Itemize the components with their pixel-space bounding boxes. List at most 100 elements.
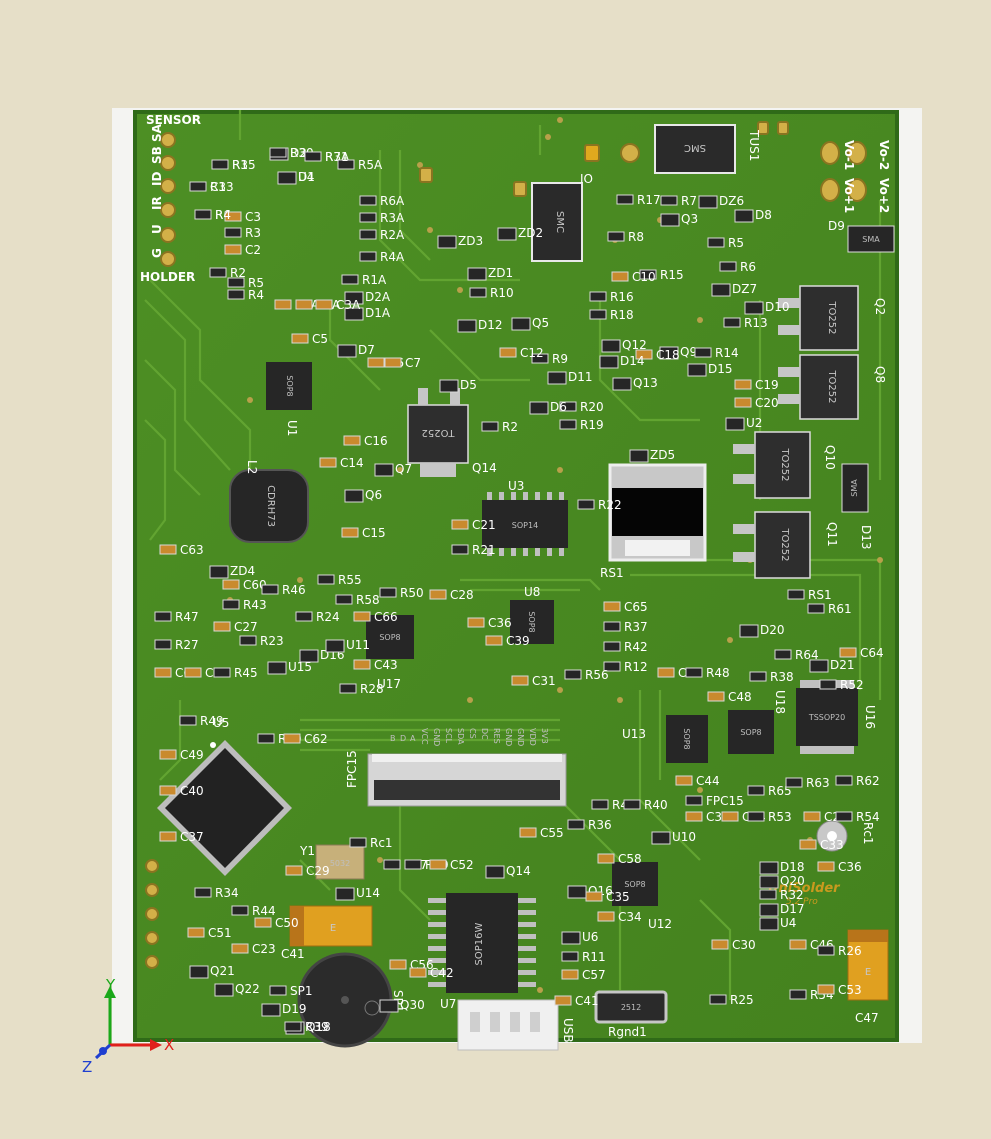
ref-label-q3: Q3 (681, 212, 698, 226)
svg-text:FPC15: FPC15 (345, 750, 359, 788)
smd-part-fpc15 (685, 795, 703, 806)
smd-part-q9 (659, 346, 679, 360)
smd-part-c41 (554, 995, 572, 1006)
smd-part-d20 (739, 624, 759, 638)
smd-part-r54 (789, 989, 807, 1000)
ref-label-r3: R3 (245, 226, 261, 240)
svg-text:RES: RES (492, 728, 501, 744)
smd-part-c37 (159, 831, 177, 842)
smd-part-c44 (675, 775, 693, 786)
svg-text:VCC: VCC (420, 728, 429, 745)
smd-part-c3 (224, 211, 242, 222)
smd-part-d14 (599, 355, 619, 369)
ref-label-d1a: D1A (365, 306, 391, 320)
ref-label-r63: R63 (806, 776, 830, 790)
ref-label-d12: D12 (478, 318, 503, 332)
label-ir: IR (150, 196, 164, 210)
smd-part-c64 (839, 647, 857, 658)
ref-label-c52: C52 (450, 858, 474, 872)
svg-text:2512: 2512 (621, 1003, 641, 1012)
smd-part-r23 (239, 635, 257, 646)
part-U8: SOP8 U8 (510, 585, 554, 644)
ref-label-q6: Q6 (365, 488, 382, 502)
part-Rgnd1: 2512 Rgnd1 (594, 990, 668, 1039)
ref-label-r4a: R4A (380, 250, 405, 264)
smd-part-r40 (623, 799, 641, 810)
svg-text:D9: D9 (828, 219, 845, 233)
smd-part-r42 (603, 641, 621, 652)
ref-label-r32: R32 (780, 888, 804, 902)
svg-text:SOP8: SOP8 (285, 375, 294, 396)
ref-label-c51: C51 (208, 926, 232, 940)
smd-part-r55 (317, 574, 335, 585)
svg-text:IO: IO (580, 172, 593, 186)
smd-part-r1a (341, 274, 359, 285)
svg-text:SCL: SCL (444, 728, 453, 744)
ref-label-r61: R61 (828, 602, 852, 616)
smd-part-r18 (589, 309, 607, 320)
ref-label-c2: C2 (245, 243, 261, 257)
ref-label-r8: R8 (628, 230, 644, 244)
ref-label-q14: Q14 (506, 864, 531, 878)
ref-label-rs1: RS1 (808, 588, 832, 602)
part-U7: SOP16W U7 (428, 893, 536, 1011)
smd-part-c43 (353, 659, 371, 670)
smd-part-r3a (359, 212, 377, 223)
smd-part-zd4 (209, 565, 229, 579)
smd-part-r30 (269, 147, 287, 158)
smd-part-r12 (603, 661, 621, 672)
ref-label-q12: Q12 (622, 338, 647, 352)
ref-label-c3a: C3A (336, 298, 361, 312)
smd-part-q12 (601, 339, 621, 353)
smd-part-r64 (774, 649, 792, 660)
smd-part-r3 (224, 227, 242, 238)
c47-label: C47 (855, 1011, 879, 1025)
ref-label-d17: D17 (780, 902, 805, 916)
ref-label-r9: R9 (552, 352, 568, 366)
smd-part-c55 (519, 827, 537, 838)
label-sa: SA (150, 123, 164, 142)
ref-label-r1: R1 (232, 158, 248, 172)
ref-label-u14: U14 (356, 886, 380, 900)
smd-part-r4 (227, 289, 245, 300)
smd-part-c60 (222, 579, 240, 590)
ref-label-r50: R50 (400, 586, 424, 600)
svg-text:SOP16W: SOP16W (474, 922, 485, 965)
ref-label-c41: C41 (575, 994, 599, 1008)
smd-part-r38 (749, 671, 767, 682)
ref-label-r4: R4 (248, 288, 264, 302)
copper-traces (144, 110, 882, 1000)
ref-label-r34: R34 (215, 886, 239, 900)
smd-part-r36 (567, 819, 585, 830)
ref-label-c35: C35 (606, 890, 630, 904)
ref-label-r64: R64 (795, 648, 819, 662)
ref-label-r40: R40 (644, 798, 668, 812)
ref-label-c12: C12 (520, 346, 544, 360)
ref-label-d20: D20 (760, 623, 785, 637)
svg-text:Rgnd1: Rgnd1 (608, 1025, 647, 1039)
svg-text:GND: GND (432, 728, 441, 746)
smd-part-c62 (283, 733, 301, 744)
svg-text:DC: DC (480, 728, 489, 740)
smd-part-c24 (721, 811, 739, 822)
ref-label-r37: R37 (624, 620, 648, 634)
part-TUS1: SMC TUS1 (654, 124, 761, 174)
ref-label-r33: R33 (210, 180, 234, 194)
brand-name: UniSolder (768, 881, 841, 896)
smd-part-c39 (485, 635, 503, 646)
smd-part-r9 (531, 353, 549, 364)
smd-part-c25 (803, 811, 821, 822)
smd-part-r5 (707, 237, 725, 248)
ref-label-c62: C62 (304, 732, 328, 746)
svg-text:U1: U1 (285, 420, 299, 436)
ref-label-r48: R48 (706, 666, 730, 680)
prog-header-pads (145, 859, 159, 969)
ref-label-r6a: R6A (380, 194, 405, 208)
ref-label-c18: C18 (656, 348, 680, 362)
ref-label-d10: D10 (765, 300, 790, 314)
svg-text:Q14: Q14 (472, 461, 497, 475)
ref-label-r31: R31 (325, 150, 349, 164)
smd-part-d10 (744, 301, 764, 315)
smd-part-r22 (577, 499, 595, 510)
ref-label-c37: C37 (180, 830, 204, 844)
